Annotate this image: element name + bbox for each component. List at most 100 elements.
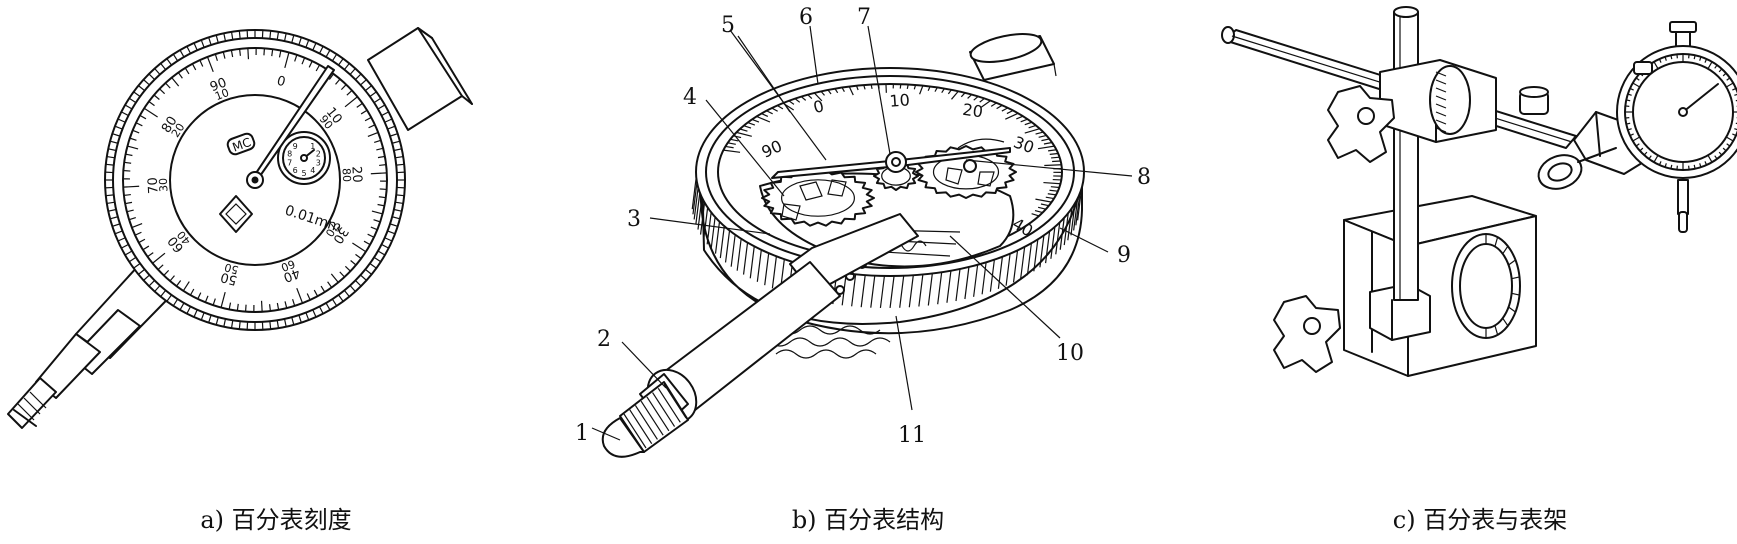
dial-tick <box>927 86 931 91</box>
dial-tick <box>863 84 866 90</box>
knurl-line <box>105 163 114 166</box>
dial-tick <box>1632 82 1640 88</box>
knurl-line <box>166 58 173 66</box>
small-dial-label: 3 <box>316 159 321 168</box>
knurl-line <box>108 148 117 152</box>
knurl-line <box>1511 292 1520 296</box>
knurl-line <box>112 133 121 137</box>
dial-tick <box>1635 77 1640 81</box>
knurl-line <box>354 279 362 287</box>
dial-tick <box>143 107 158 118</box>
knurl-line <box>699 202 706 235</box>
dial-tick <box>206 56 214 72</box>
knurl-line <box>706 212 712 245</box>
knurl-line <box>851 274 857 307</box>
knurl-line <box>771 256 777 289</box>
dial-tick <box>142 245 150 251</box>
dial-tick <box>1038 134 1047 138</box>
dial-tick <box>355 253 362 259</box>
dial-tick <box>276 302 280 310</box>
knurl-line <box>1435 95 1447 101</box>
dial-tick <box>1037 206 1047 210</box>
dial-tick <box>1704 58 1708 63</box>
dial-tick <box>1664 56 1667 61</box>
knurl-line <box>1050 226 1056 259</box>
caption-b: b) 百分表结构 <box>791 506 945 534</box>
bezel-knurling <box>105 30 405 330</box>
brand-mark: MC <box>226 132 256 156</box>
knurl-line <box>1020 246 1026 279</box>
dial-tick <box>1699 163 1702 168</box>
dial-tick <box>807 94 813 100</box>
knurl-line <box>343 63 350 71</box>
callout-8: 8 <box>1137 165 1151 190</box>
knurl-line <box>230 320 234 329</box>
knurl-line <box>117 118 126 123</box>
knurl-line <box>349 68 356 75</box>
dial-tick <box>1034 209 1043 214</box>
dial-tick <box>189 288 195 296</box>
dial-tick <box>1714 64 1718 69</box>
knurl-line <box>128 97 137 104</box>
brand-text: MC <box>230 135 252 155</box>
small-dial-label: 5 <box>301 169 306 178</box>
dial-tick <box>204 295 209 303</box>
knurl-line <box>117 237 126 242</box>
knurl-line <box>1012 250 1019 283</box>
dial-tick <box>157 264 164 270</box>
knurl-line <box>148 73 156 81</box>
dial-tick <box>1735 122 1737 125</box>
knurl-line <box>918 274 924 307</box>
dial-tick <box>1051 156 1060 159</box>
dial-tick <box>1006 109 1014 115</box>
dial-tick <box>330 273 339 283</box>
knurl-line <box>208 37 212 46</box>
dial-tick <box>934 87 938 92</box>
dial-tick <box>1048 149 1057 152</box>
knurl-line <box>312 309 317 318</box>
left-gear <box>761 169 875 227</box>
dial-label-inner: 30 <box>157 178 171 193</box>
dial-tick <box>1001 107 1009 112</box>
dial-label-inner: 50 <box>223 260 240 276</box>
dial-tick <box>776 105 784 110</box>
knurl-line <box>208 314 212 323</box>
dial-tick <box>1714 155 1718 160</box>
dial-tick <box>1635 143 1640 147</box>
dial-tick <box>1658 161 1662 166</box>
knurl-line <box>172 53 179 62</box>
dial-tick <box>306 293 311 301</box>
knurl-line <box>121 111 129 117</box>
knurl-line <box>373 97 382 104</box>
dial-tick <box>1653 61 1659 69</box>
dial-tick <box>367 233 375 238</box>
dial-tick <box>148 101 155 107</box>
knurl-line <box>337 294 344 302</box>
dial-tick <box>1639 147 1644 152</box>
caption-c: c) 百分表与表架 <box>1392 506 1568 534</box>
knurl-line <box>109 216 118 220</box>
knurl-line <box>298 314 302 323</box>
knurl-line <box>1044 231 1051 264</box>
dial-tick <box>1664 163 1667 168</box>
knurl-line <box>337 58 344 66</box>
dial-tick <box>794 98 801 103</box>
dial-tick <box>725 145 734 149</box>
dial-tick <box>1020 118 1028 123</box>
dial-tick <box>344 96 358 108</box>
dial-tick <box>128 217 136 221</box>
knurl-line <box>133 91 141 98</box>
dial-tick <box>184 67 190 75</box>
knurl-line <box>325 302 331 311</box>
knurl-line <box>640 400 664 436</box>
knurl-line <box>1075 193 1081 226</box>
dial-tick <box>730 138 739 142</box>
dial-tick <box>139 114 147 120</box>
magnetic-base <box>1343 195 1537 377</box>
dial-tick <box>339 271 345 278</box>
dial-tick <box>996 104 1003 110</box>
dial-tick <box>1693 55 1696 60</box>
dial-tick <box>947 89 952 95</box>
dial-tick <box>123 193 131 197</box>
knurl-line <box>663 383 687 419</box>
